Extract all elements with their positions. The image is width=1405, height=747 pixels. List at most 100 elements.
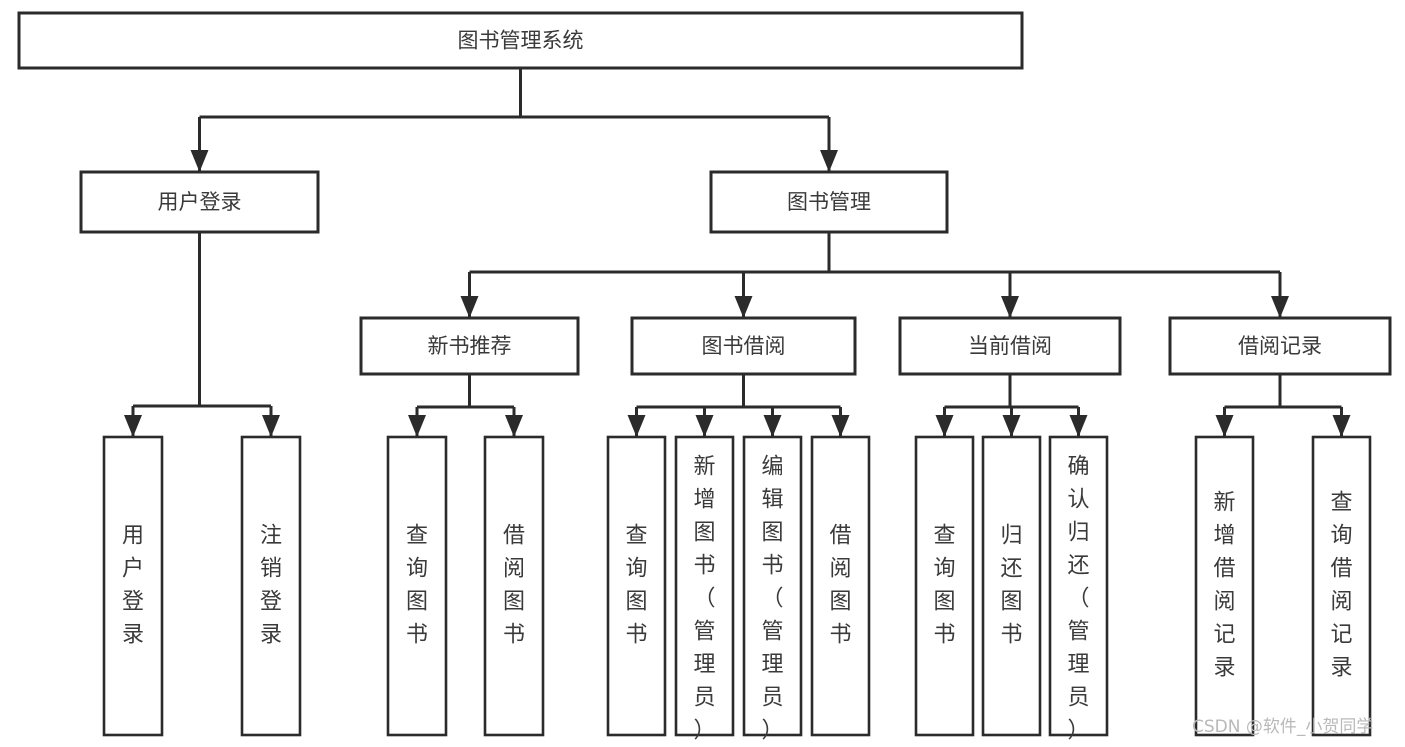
arrow-head-icon <box>1069 415 1088 437</box>
node-label-char: 新 <box>1213 491 1235 516</box>
node-box[interactable] <box>359 316 580 376</box>
node-label-char: 增 <box>693 488 715 513</box>
arrow-head-icon <box>124 415 142 437</box>
node-box[interactable] <box>606 435 667 737</box>
node-new-book-rec[interactable]: 新书推荐 <box>359 316 580 376</box>
node-label-char: 理 <box>1067 653 1089 678</box>
node-label-char: 图 <box>503 590 525 615</box>
node-label-char: 录 <box>1330 656 1352 681</box>
node-book-manage[interactable]: 图书管理 <box>709 170 949 234</box>
node-user-login[interactable]: 用户登录 <box>79 170 320 234</box>
node-borrow-record[interactable]: 借阅记录 <box>1168 316 1392 376</box>
node-label-char: 录 <box>122 623 144 648</box>
node-label: 借阅记录 <box>1238 334 1322 358</box>
node-label-char: 书 <box>829 623 851 648</box>
node-box[interactable] <box>914 435 975 737</box>
node-label-char: 书 <box>1000 623 1022 648</box>
arrow-head-icon <box>1001 296 1019 318</box>
node-label: 图书管理系统 <box>458 29 584 53</box>
node-book-borrow[interactable]: 图书借阅 <box>630 316 857 376</box>
node-label-char: 书 <box>761 554 783 579</box>
node-label-char: 询 <box>625 557 647 582</box>
node-box[interactable] <box>1194 435 1255 737</box>
node-label-char: 记 <box>1330 623 1352 648</box>
node-label-char: 用 <box>122 524 144 549</box>
node-label-char: 阅 <box>1213 590 1235 615</box>
node-label-char: 询 <box>1330 524 1352 549</box>
arrow-head-icon <box>262 415 280 437</box>
node-label: 图书管理 <box>787 190 871 214</box>
node-box[interactable] <box>240 435 302 737</box>
node-box[interactable] <box>898 316 1122 376</box>
node-box[interactable] <box>79 170 320 234</box>
node-label-char: 查 <box>1330 491 1352 516</box>
node-box[interactable] <box>17 11 1024 70</box>
node-box[interactable] <box>1168 316 1392 376</box>
node-label-char: 管 <box>1067 620 1089 645</box>
node-label-char: 管 <box>693 620 715 645</box>
node-box[interactable] <box>630 316 857 376</box>
node-label-char: 认 <box>1067 488 1089 513</box>
node-label-char: 阅 <box>503 557 525 582</box>
node-label-char: 员 <box>1067 686 1089 711</box>
node-current-borrow[interactable]: 当前借阅 <box>898 316 1122 376</box>
arrow-head-icon <box>1002 415 1021 437</box>
node-label-char: 询 <box>406 557 428 582</box>
arrow-head-icon <box>190 150 209 172</box>
node-label-char: ） <box>693 719 715 744</box>
arrow-head-icon <box>1332 415 1351 437</box>
node-root[interactable]: 图书管理系统 <box>17 11 1024 70</box>
arrow-head-icon <box>695 415 714 437</box>
node-box[interactable] <box>102 435 164 737</box>
node-label: 当前借阅 <box>968 334 1052 358</box>
node-label-char: 书 <box>693 554 715 579</box>
node-label-char: ） <box>1067 719 1089 744</box>
node-leaf-user-login[interactable]: 用户登录 <box>102 435 164 737</box>
arrow-head-icon <box>831 415 850 437</box>
node-label-char: 查 <box>625 524 647 549</box>
connectors-layer <box>124 68 1351 437</box>
arrow-head-icon <box>763 415 782 437</box>
node-box[interactable] <box>709 170 949 234</box>
node-label-char: （ <box>1067 587 1089 612</box>
node-box[interactable] <box>1048 435 1109 737</box>
arrow-head-icon <box>1215 415 1234 437</box>
node-label-char: 书 <box>503 623 525 648</box>
node-label-char: 编 <box>761 455 783 480</box>
node-label-char: 查 <box>933 524 955 549</box>
node-box[interactable] <box>483 435 545 737</box>
node-box[interactable] <box>1311 435 1372 737</box>
node-box[interactable] <box>981 435 1042 737</box>
node-label-char: 管 <box>761 620 783 645</box>
node-box[interactable] <box>810 435 871 737</box>
node-label-char: 图 <box>1000 590 1022 615</box>
node-label: 用户登录 <box>158 190 242 214</box>
node-label: 图书借阅 <box>702 334 786 358</box>
csdn-watermark: CSDN @软件_小贺同学 <box>1192 717 1373 737</box>
node-label-char: ） <box>761 719 783 744</box>
node-box[interactable] <box>674 435 735 737</box>
node-box[interactable] <box>386 435 448 737</box>
node-label-char: 确 <box>1067 455 1089 480</box>
node-label-char: 销 <box>260 557 282 582</box>
node-label-char: 注 <box>260 524 282 549</box>
node-box[interactable] <box>742 435 803 737</box>
node-label-char: 图 <box>761 521 783 546</box>
node-label-char: 书 <box>406 623 428 648</box>
node-label-char: 归 <box>1000 524 1022 549</box>
arrow-head-icon <box>820 150 838 172</box>
